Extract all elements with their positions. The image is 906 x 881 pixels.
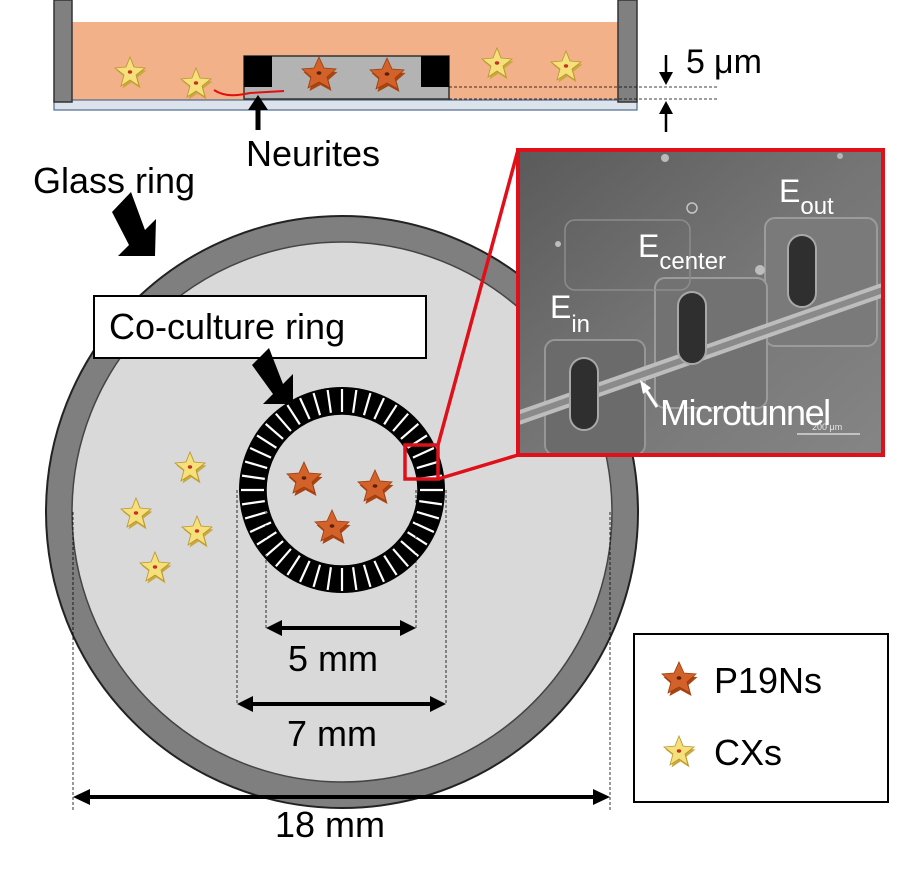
microtunnel-slot bbox=[264, 423, 284, 440]
dim-5mm-arrowhead-left bbox=[266, 620, 282, 636]
microtunnel-slot bbox=[275, 548, 292, 568]
sem-pad-topleft bbox=[564, 219, 691, 291]
microtunnel-slot bbox=[249, 447, 272, 459]
legend-label-cxs: CXs bbox=[714, 732, 782, 773]
microtunnel-slot bbox=[392, 412, 409, 432]
microtunnel-slot bbox=[286, 404, 301, 425]
sem-electrode-out bbox=[787, 234, 817, 308]
glass-ring-label: Glass ring bbox=[33, 160, 195, 201]
dim-18mm-arrowhead-left bbox=[73, 789, 90, 805]
microtunnel-slot bbox=[400, 540, 420, 557]
microtunnel-slot bbox=[373, 560, 385, 583]
microtunnel-slot bbox=[407, 531, 428, 546]
sem-callout: 200 μm Ein Ecenter Eout Microtunnel bbox=[403, 148, 886, 481]
microtunnel-slot bbox=[392, 548, 409, 568]
legend: P19Ns CXs bbox=[633, 633, 889, 803]
dim-7mm-label: 7 mm bbox=[287, 713, 377, 754]
microtunnel-slot bbox=[241, 474, 265, 480]
microtunnel-slot bbox=[299, 397, 311, 420]
microtunnel-slot bbox=[264, 540, 284, 557]
microtunnel-slot bbox=[249, 521, 272, 533]
microtunnel-slot bbox=[275, 412, 292, 432]
glass-ring-wall-right bbox=[617, 0, 638, 103]
microtunnel-slot bbox=[244, 460, 268, 470]
microtunnel-slot bbox=[383, 404, 398, 425]
microtunnel-slot bbox=[352, 389, 358, 413]
microtunnel-arrow bbox=[644, 389, 659, 408]
coculture-ring-label: Co-culture ring bbox=[109, 306, 345, 347]
microtunnel-block-left bbox=[244, 56, 272, 87]
sem-scale-bar-label: 200 μm bbox=[812, 422, 842, 432]
callout-line-bottom bbox=[437, 453, 519, 481]
microtunnel-slots bbox=[241, 389, 443, 591]
coculture-ring-label-box bbox=[93, 295, 427, 359]
microtunnel-slot bbox=[244, 510, 268, 520]
microtunnel-slot bbox=[362, 392, 372, 416]
sem-electrode-center bbox=[677, 291, 707, 365]
glass-substrate bbox=[53, 99, 638, 111]
microtunnel-label: Microtunnel bbox=[660, 392, 830, 433]
neurite-line bbox=[213, 89, 285, 97]
legend-box bbox=[633, 633, 889, 803]
zoom-box bbox=[403, 443, 440, 481]
microtunnel-slot bbox=[412, 521, 435, 533]
neurites-label: Neurites bbox=[246, 133, 380, 174]
glass-ring-wall-left bbox=[53, 0, 73, 103]
sem-debris bbox=[755, 265, 765, 275]
dish-top-view: Glass ring Co-culture ring 5 mm 7 mm 18 … bbox=[33, 160, 639, 845]
neurites-arrowhead bbox=[248, 95, 268, 110]
microtunnel-slot bbox=[400, 423, 420, 440]
thickness-arrowhead-up bbox=[659, 101, 673, 114]
microtunnel-block-right bbox=[421, 56, 449, 87]
dim-7mm-arrowhead-left bbox=[237, 696, 253, 712]
e-center-label: Ecenter bbox=[638, 228, 726, 275]
legend-label-p19ns: P19Ns bbox=[714, 660, 822, 701]
microtunnel-slot bbox=[286, 555, 301, 576]
microtunnel-slot bbox=[299, 560, 311, 583]
sem-debris bbox=[686, 202, 698, 214]
sem-debris bbox=[555, 241, 561, 247]
coculture-ring-inner bbox=[265, 413, 419, 567]
callout-line-top bbox=[436, 149, 520, 446]
sem-frame bbox=[516, 148, 885, 457]
e-in-label: Ein bbox=[550, 289, 590, 338]
sem-image: 200 μm Ein Ecenter Eout Microtunnel bbox=[515, 150, 886, 456]
microtunnel-slot bbox=[256, 531, 277, 546]
sem-debris bbox=[837, 153, 843, 159]
sem-debris bbox=[661, 154, 669, 162]
microtunnel-slot bbox=[416, 510, 440, 520]
microtunnel-slot bbox=[383, 555, 398, 576]
microtunnel-slot bbox=[256, 434, 277, 449]
coculture-chamber bbox=[243, 55, 450, 100]
microtunnel-slot bbox=[326, 567, 332, 591]
dim-7mm-arrowhead-right bbox=[430, 696, 446, 712]
microtunnel-slot bbox=[312, 392, 322, 416]
microtunnel-slot bbox=[326, 389, 332, 413]
sem-electrode-in bbox=[569, 357, 599, 431]
dim-5mm-arrowhead-right bbox=[400, 620, 416, 636]
microtunnel-arrowhead bbox=[640, 380, 651, 394]
microtunnel-slot bbox=[373, 397, 385, 420]
thickness-arrowhead-down bbox=[659, 72, 673, 85]
cross-section: 5 μm Neurites bbox=[53, 0, 762, 174]
dim-18mm-arrowhead-right bbox=[593, 789, 610, 805]
thickness-value: 5 bbox=[686, 43, 705, 81]
microtunnel-slot bbox=[416, 460, 440, 470]
coculture-ring-arrow bbox=[252, 348, 293, 404]
microtunnel-slot bbox=[362, 564, 372, 588]
dim-18mm-label: 18 mm bbox=[275, 804, 385, 845]
microtunnel-slot bbox=[312, 564, 322, 588]
microtunnel-slot bbox=[412, 447, 435, 459]
e-out-label: Eout bbox=[779, 173, 834, 220]
glass-ring-arrow bbox=[112, 192, 156, 256]
dim-5mm-label: 5 mm bbox=[288, 638, 378, 679]
microtunnel-slot bbox=[241, 500, 265, 506]
microtunnel-slot bbox=[352, 567, 358, 591]
thickness-unit: μm bbox=[714, 43, 762, 81]
microtunnel-slot bbox=[419, 500, 443, 506]
